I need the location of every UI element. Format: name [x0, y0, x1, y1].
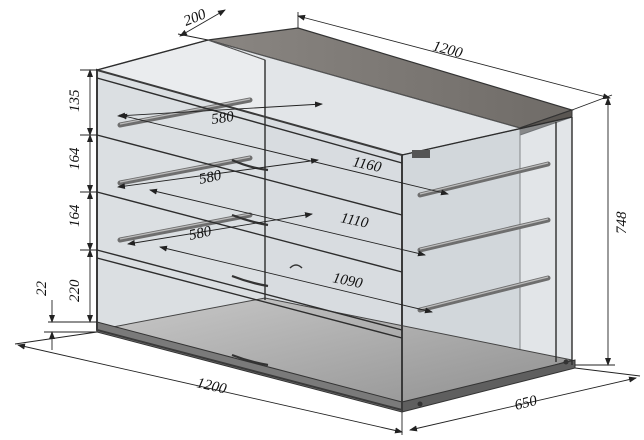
label-bottom-width: 1200	[195, 375, 228, 397]
label-shelf3-width: 1090	[331, 270, 364, 292]
label-shelf1-depth: 580	[210, 109, 235, 128]
dimension-labels: 200 1200 748 1200 650 135 164 164 220 22…	[34, 6, 630, 414]
label-shelf2-width: 1110	[339, 210, 370, 232]
cabinet	[96, 27, 576, 413]
label-tier-top: 135	[67, 89, 83, 112]
dimension-lines	[14, 9, 641, 435]
label-base-gap: 22	[34, 281, 50, 297]
label-top-depth: 200	[182, 6, 209, 29]
label-top-width: 1200	[431, 38, 465, 61]
label-shelf2-depth: 580	[198, 167, 224, 187]
label-tier-bottom: 220	[67, 279, 83, 302]
label-shelf3-depth: 580	[188, 223, 214, 243]
label-bottom-depth: 650	[513, 393, 539, 414]
label-tier-upper: 164	[67, 147, 83, 170]
label-shelf1-width: 1160	[351, 154, 383, 176]
label-tier-middle: 164	[67, 204, 83, 227]
label-total-height: 748	[614, 211, 630, 234]
